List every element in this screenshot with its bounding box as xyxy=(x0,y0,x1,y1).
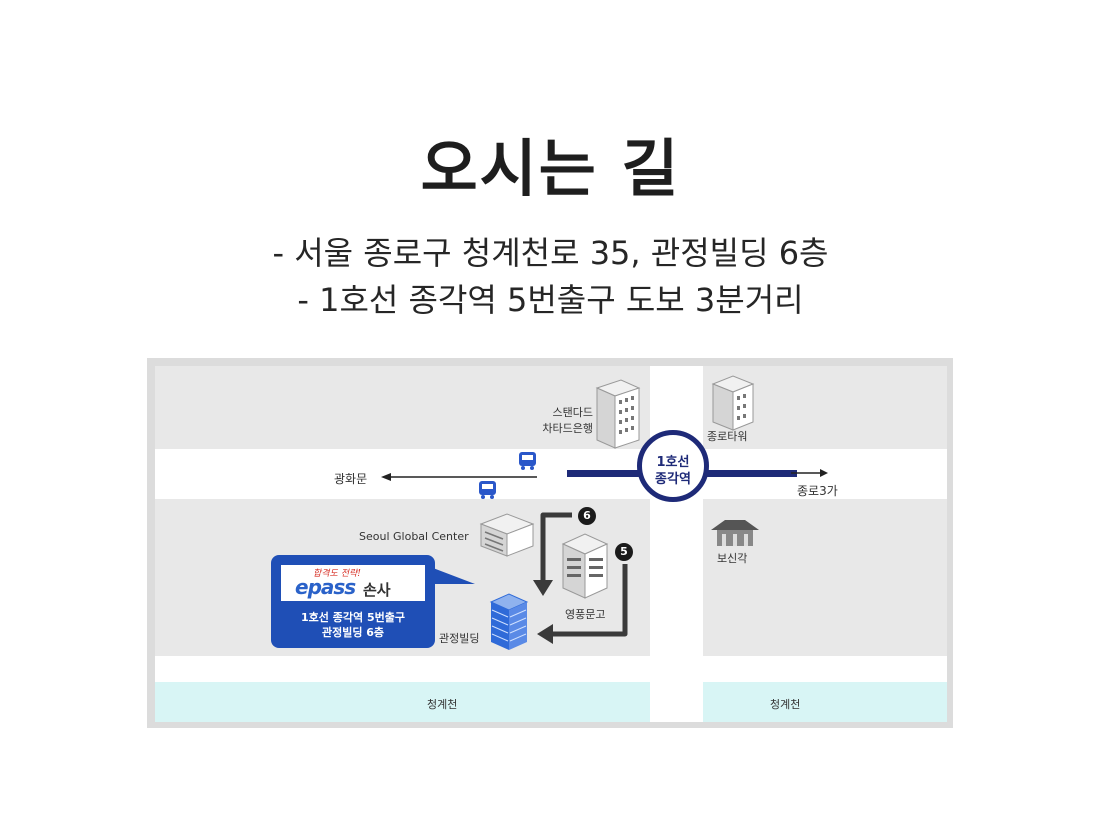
location-map: 1호선 종각역 스탠다드 차타드은행 종로타워 광화문 종로3가 Seoul G… xyxy=(147,358,953,728)
arrow-right-icon xyxy=(820,469,828,477)
label-cheonggyecheon: 청계천 xyxy=(427,698,458,711)
office-building-icon xyxy=(479,513,535,557)
callout-branch: 손사 xyxy=(363,581,391,599)
callout-slogan: 합격도 전략! xyxy=(313,569,361,579)
gwanjeong-building-icon xyxy=(489,593,529,650)
subway-directions: - 1호선 종각역 5번출구 도보 3분거리 xyxy=(297,281,804,319)
epass-location-callout: 합격도 전략! epass 손사 1호선 종각역 5번출구 관정빌딩 6층 xyxy=(271,555,435,648)
map-drawing xyxy=(155,366,947,722)
stream-strip xyxy=(703,682,947,722)
callout-logo-box: 합격도 전략! epass 손사 xyxy=(281,565,425,601)
label-line: 스탠다드 xyxy=(552,406,593,419)
exit-5-badge: 5 xyxy=(615,543,633,561)
page-title: 오시는 길 xyxy=(420,132,681,205)
label-jongno3ga: 종로3가 xyxy=(797,484,838,498)
callout-line1: 1호선 종각역 5번출구 xyxy=(301,611,405,624)
route-exit5 xyxy=(551,564,628,637)
route-exit6 xyxy=(540,512,572,580)
exit-6-badge: 6 xyxy=(578,507,596,525)
callout-line2: 관정빌딩 6층 xyxy=(321,626,385,639)
office-building-icon xyxy=(711,375,755,431)
bus-icon xyxy=(479,481,496,499)
office-building-icon xyxy=(561,533,609,599)
callout-pointer xyxy=(433,568,475,584)
address-line: - 서울 종로구 청계천로 35, 관정빌딩 6층 xyxy=(272,234,829,272)
label-gwanjeong: 관정빌딩 xyxy=(439,632,480,645)
bus-icon xyxy=(519,452,536,470)
stream-strip xyxy=(155,682,650,722)
label-bosingak: 보신각 xyxy=(717,552,748,565)
label-standard-chartered: 스탠다드 차타드은행 xyxy=(542,404,593,436)
label-jongno-tower: 종로타워 xyxy=(707,430,748,443)
label-line: 차타드은행 xyxy=(542,422,593,435)
city-block xyxy=(155,366,650,449)
label-seoul-global-center: Seoul Global Center xyxy=(359,530,469,543)
label-youngpoong: 영풍문고 xyxy=(565,608,606,621)
label-cheonggyecheon: 청계천 xyxy=(770,698,801,711)
jongno-road xyxy=(155,449,947,499)
station-line: 1호선 xyxy=(656,455,690,470)
jonggak-station-marker: 1호선 종각역 xyxy=(637,430,709,502)
station-name: 종각역 xyxy=(655,472,691,487)
cheonggyecheon-road xyxy=(155,656,947,682)
arrow-left-icon xyxy=(537,624,553,644)
label-gwanghwamun: 광화문 xyxy=(334,472,368,486)
arrow-down-icon xyxy=(533,580,553,596)
pavilion-icon xyxy=(711,520,759,546)
epass-logo: epass xyxy=(295,575,356,599)
arrow-left-icon xyxy=(381,473,391,481)
office-building-icon xyxy=(595,379,641,449)
